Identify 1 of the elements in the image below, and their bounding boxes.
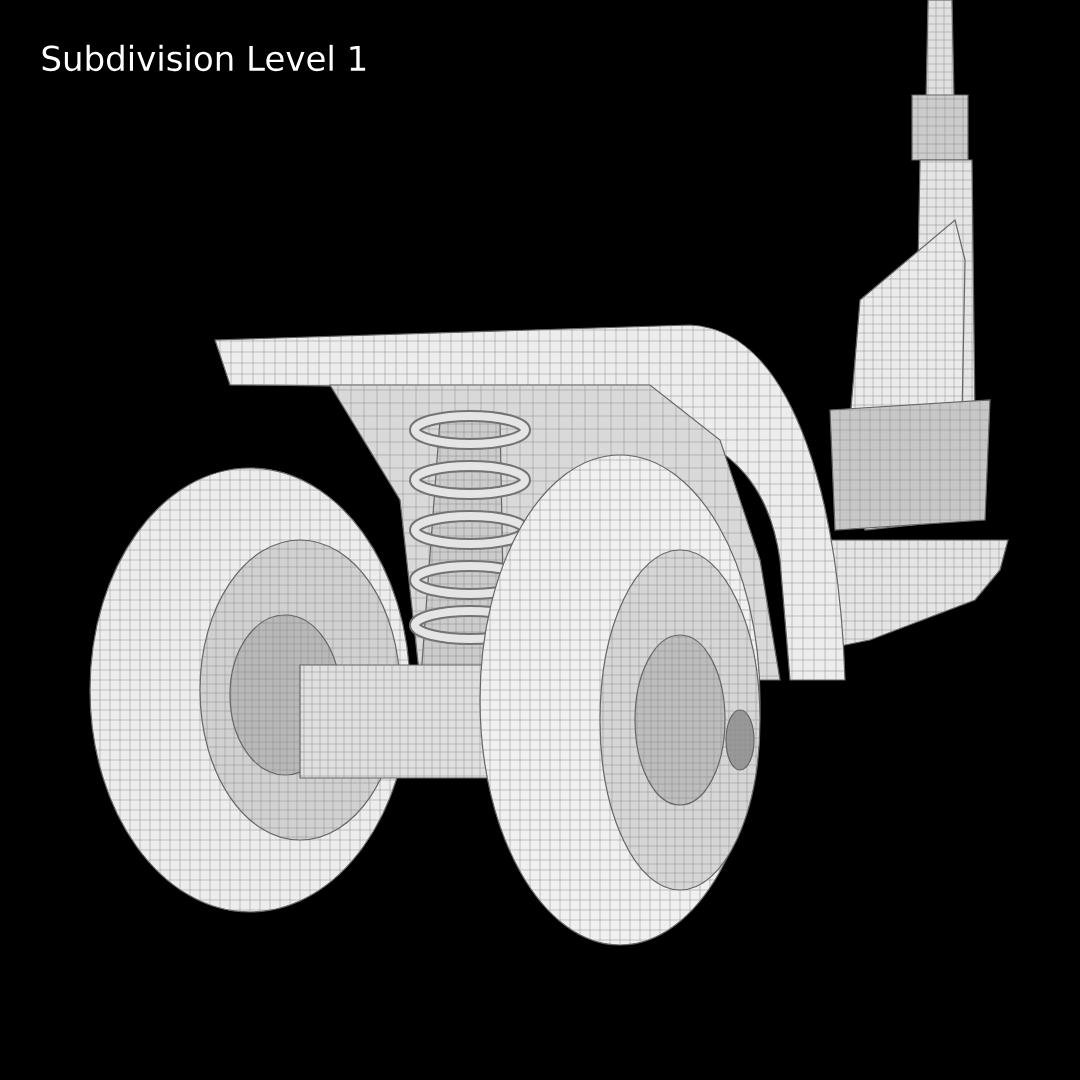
title: Subdivision Level 1 <box>42 44 366 72</box>
